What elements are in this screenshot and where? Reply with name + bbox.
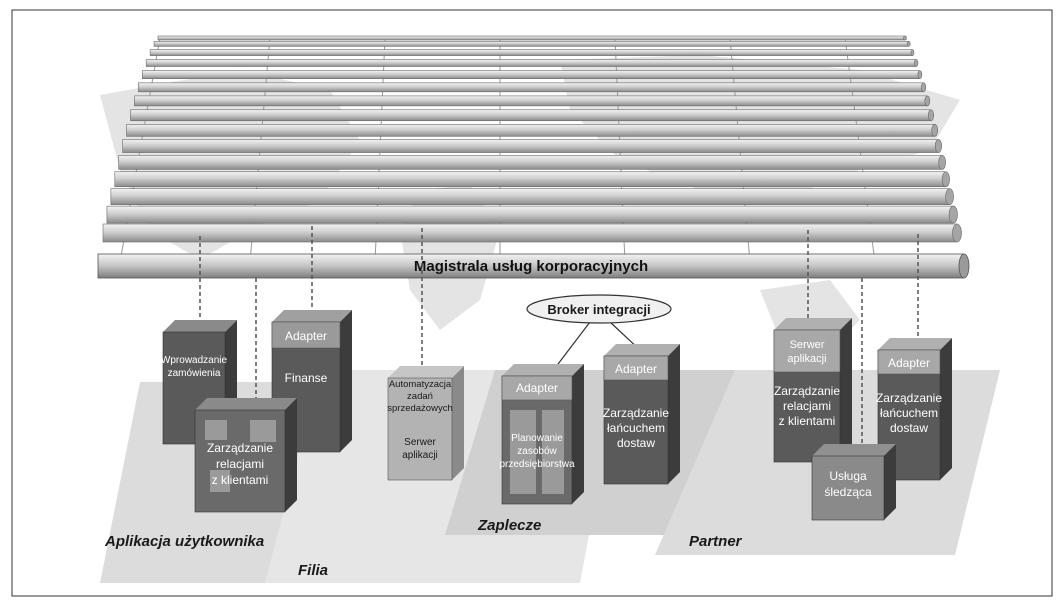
tracking-line2: śledząca	[824, 485, 872, 499]
bus-pipe-end	[921, 82, 927, 93]
zone-user-app: Aplikacja użytkownika	[104, 533, 264, 550]
bus-pipe	[122, 139, 939, 153]
bus-pipe-end	[924, 95, 931, 107]
bus-pipe-end	[938, 155, 946, 170]
orders-line1: Wprowadzanie	[161, 355, 228, 366]
bus-pipe-end	[941, 171, 950, 188]
box-sales-automation: Automatyzacja zadań sprzedażowych Serwer…	[387, 366, 464, 481]
bus-pipe-end	[945, 188, 954, 205]
sales-line5: aplikacji	[402, 450, 438, 461]
crm-partner-line1: Zarządzanie	[774, 384, 840, 398]
bus-pipe	[157, 35, 906, 41]
bus-pipe	[114, 171, 947, 188]
scm-back-line1: Zarządzanie	[603, 406, 669, 420]
bus-pipe	[138, 82, 924, 93]
integration-broker: Broker integracji	[526, 294, 672, 324]
box-erp: Adapter Planowanie zasobów przedsiębiors…	[499, 364, 584, 505]
bus-pipe	[145, 59, 917, 67]
bus-pipe	[134, 95, 928, 107]
crm-user-line2: relacjami	[216, 457, 264, 471]
bus-title: Magistrala usług korporacyjnych	[414, 258, 648, 275]
crm-partner-line3: z klientami	[779, 414, 836, 428]
sales-line4: Serwer	[404, 437, 436, 448]
bus-pipe-end	[934, 139, 942, 153]
main-bus: Magistrala usług korporacyjnych	[97, 253, 970, 279]
bus-pipe	[130, 109, 932, 122]
box-crm-partner: Serwer aplikacji Zarządzanie relacjami z…	[773, 318, 852, 463]
bus-pipe	[141, 70, 921, 79]
erp-line3: przedsiębiorstwa	[499, 459, 574, 470]
broker-label: Broker integracji	[547, 302, 650, 317]
crm-partner-cap1: Serwer	[790, 339, 825, 351]
scm-back-adapter: Adapter	[615, 362, 657, 376]
scm-partner-adapter: Adapter	[888, 356, 930, 370]
bus-pipe-end	[917, 70, 923, 79]
bus-pipe	[102, 223, 958, 243]
box-scm-partner: Adapter Zarządzanie łańcuchem dostaw	[876, 338, 952, 481]
zone-branch: Filia	[298, 562, 328, 579]
erp-line1: Planowanie	[511, 433, 563, 444]
bus-pipe-end	[952, 223, 962, 243]
bus-pipes	[102, 35, 962, 243]
sales-line3: sprzedażowych	[387, 403, 452, 414]
zone-partner: Partner	[689, 533, 743, 550]
bus-connectors	[199, 226, 919, 445]
scm-partner-line3: dostaw	[890, 421, 928, 435]
finance-adapter: Adapter	[285, 329, 327, 343]
scm-partner-line2: łańcuchem	[880, 406, 938, 420]
crm-user-line3: z klientami	[212, 473, 269, 487]
box-tracking: Usługa śledząca	[811, 444, 896, 521]
bus-pipe	[126, 124, 936, 137]
bus-pipe-end	[931, 124, 939, 137]
bus-pipe-end	[910, 49, 915, 56]
orders-line2: zamówienia	[168, 368, 221, 379]
crm-partner-line2: relacjami	[783, 399, 831, 413]
erp-line2: zasobów	[517, 446, 557, 457]
bus-pipe-end	[906, 41, 911, 47]
bus-pipe	[153, 41, 910, 47]
frame	[11, 9, 1053, 597]
bus-pipe-end	[948, 205, 958, 224]
bus-pipe-end	[927, 109, 935, 122]
crm-user-line1: Zarządzanie	[207, 441, 273, 455]
scm-back-line3: dostaw	[617, 436, 655, 450]
finance-label: Finanse	[285, 371, 328, 385]
box-crm-user: Zarządzanie relacjami z klientami	[194, 398, 297, 513]
erp-adapter: Adapter	[516, 381, 558, 395]
box-finance: Adapter Finanse	[271, 310, 352, 453]
bus-pipe-end	[914, 59, 919, 67]
crm-partner-cap2: aplikacji	[787, 353, 826, 365]
box-scm-backoffice: Adapter Zarządzanie łańcuchem dostaw	[603, 344, 680, 485]
tracking-line1: Usługa	[829, 469, 867, 483]
bus-pipe	[110, 188, 950, 205]
bus-pipe	[149, 49, 913, 56]
sales-line2: zadań	[407, 391, 433, 402]
bus-pipe	[106, 205, 954, 224]
bus-pipe-end	[903, 35, 907, 41]
scm-partner-line1: Zarządzanie	[876, 391, 942, 405]
zone-backoffice: Zaplecze	[477, 517, 541, 534]
bus-pipe	[118, 155, 943, 170]
scm-back-line2: łańcuchem	[607, 421, 665, 435]
sales-line1: Automatyzacja	[389, 379, 452, 390]
